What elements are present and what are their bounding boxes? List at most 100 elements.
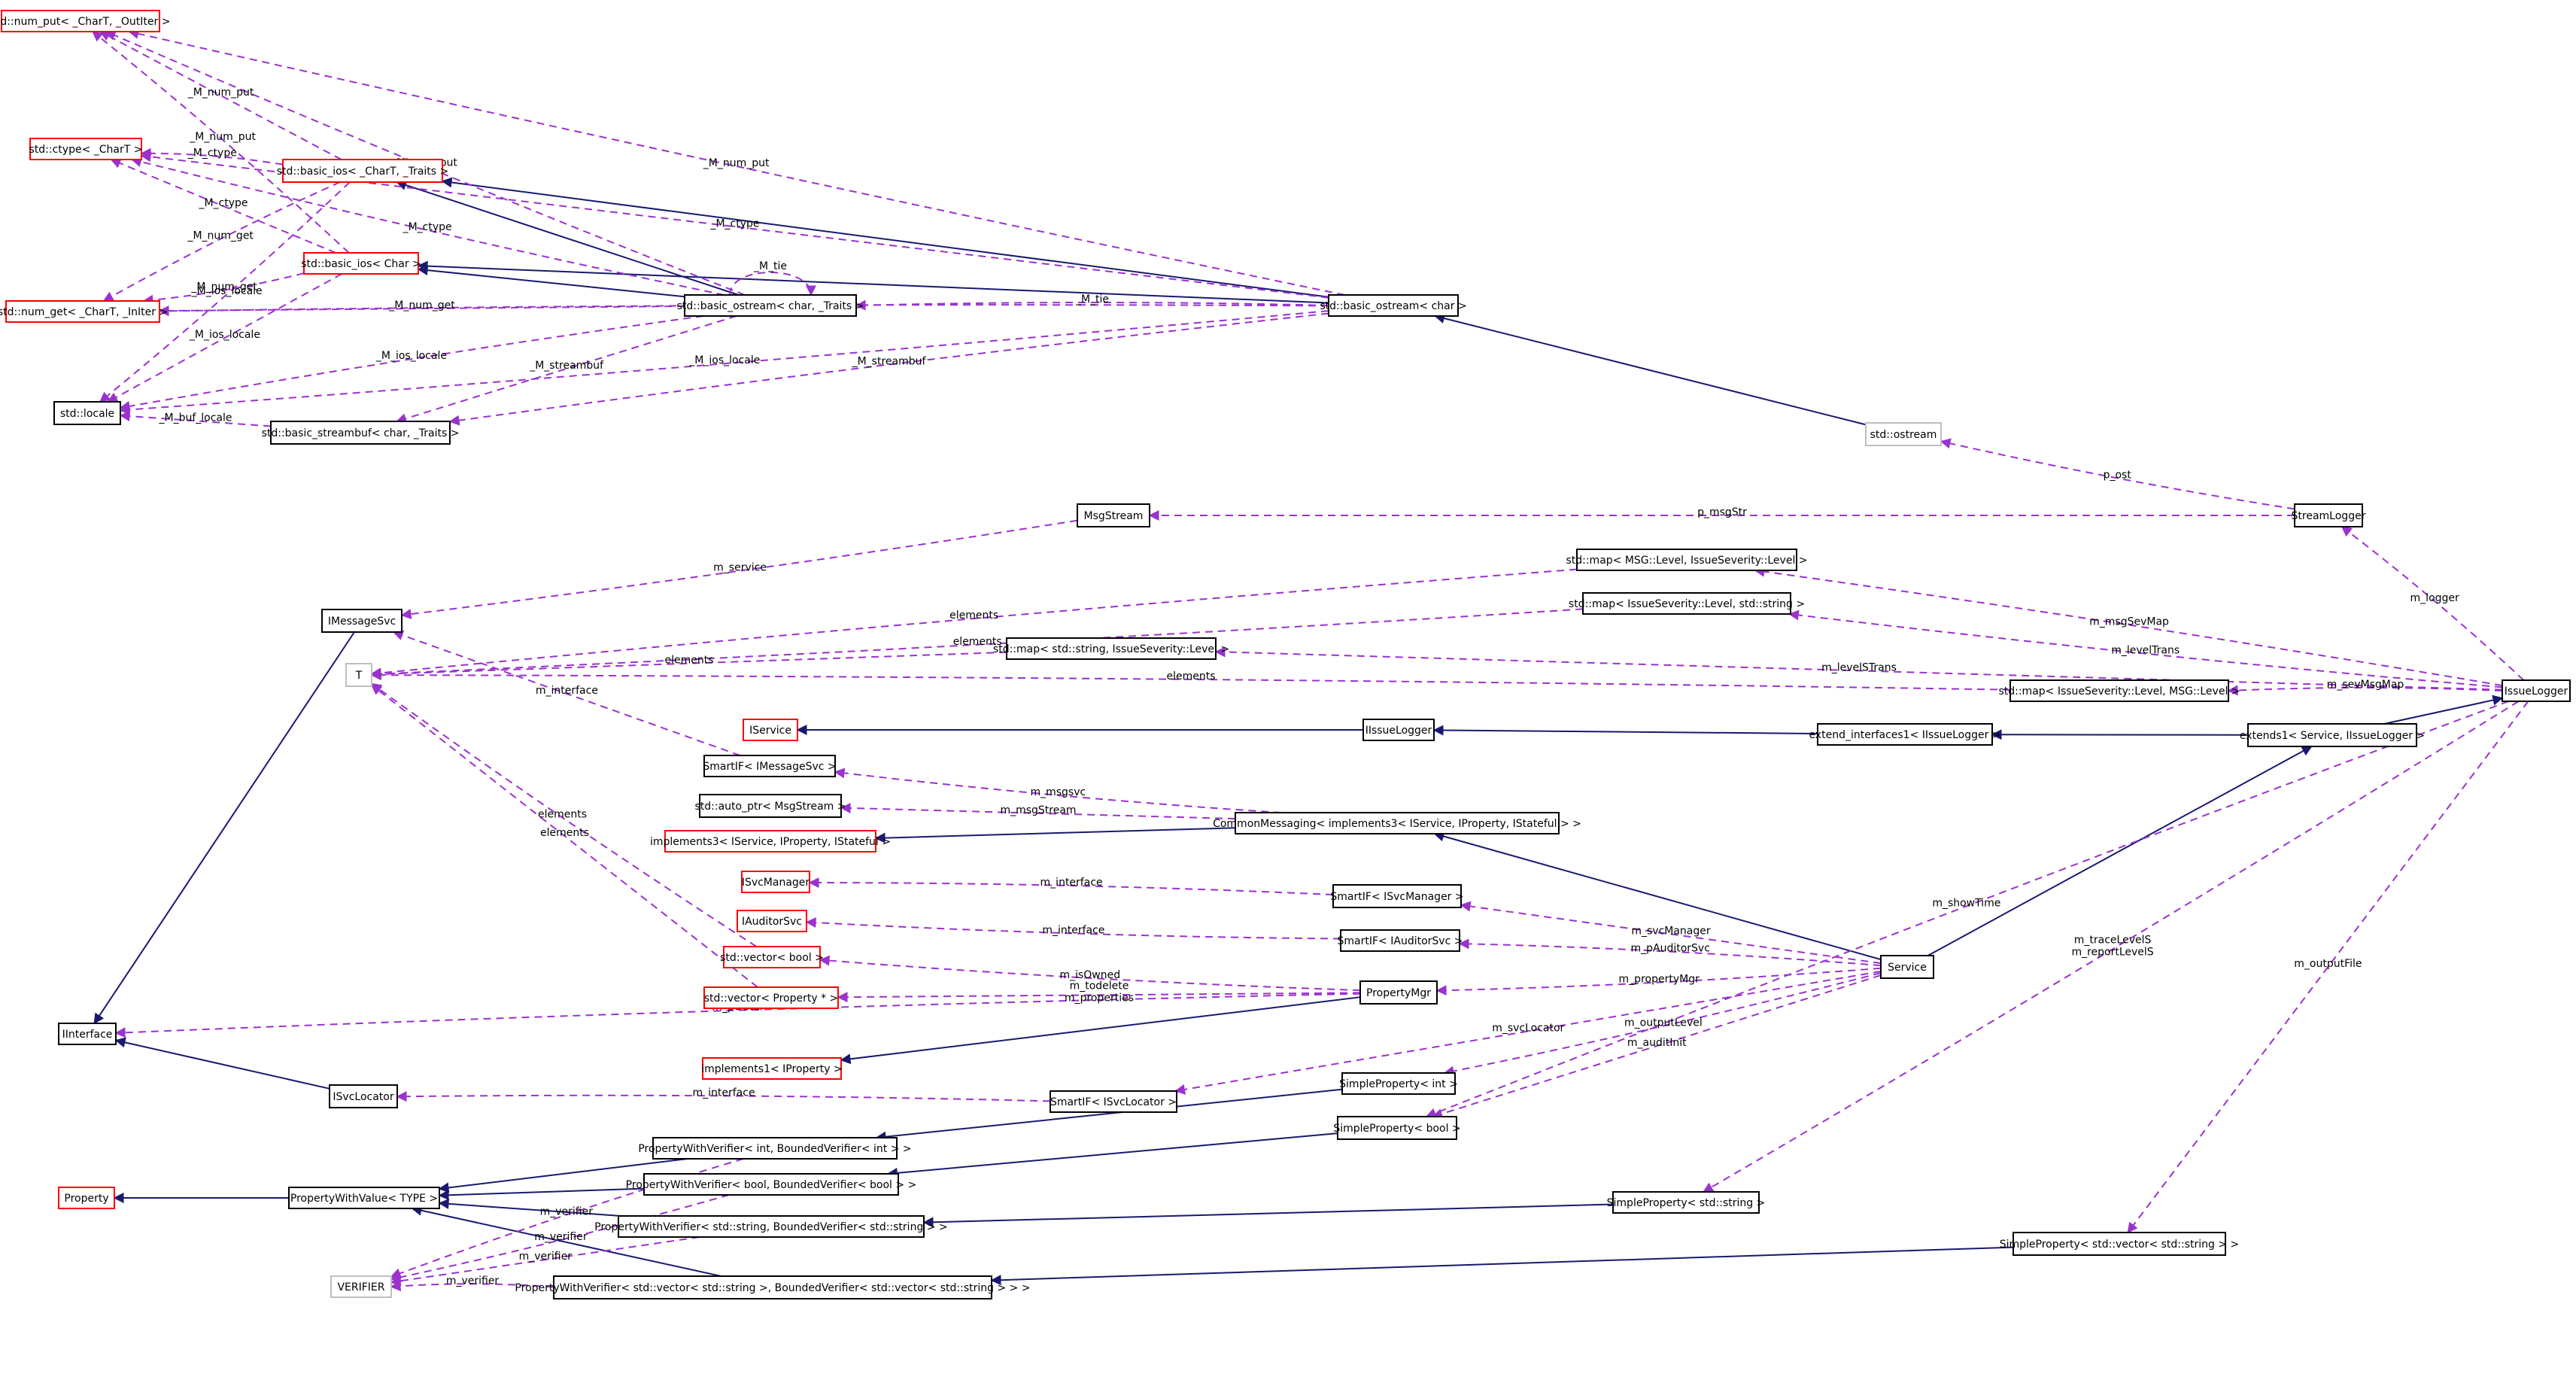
class-node-box [741,871,810,893]
class-node-Property[interactable]: Property [58,1187,115,1209]
class-node-label: PropertyWithVerifier< std::vector< std::… [515,1282,1030,1294]
class-node-num_get[interactable]: std::num_get< _CharT, _InIter > [0,300,168,323]
class-node-label: IAuditorSvc [742,916,802,928]
class-node-box [1050,1090,1177,1113]
class-node-label: VERIFIER [337,1281,384,1293]
class-node-label: Property [64,1193,108,1205]
usage-edge-Service-to-SimpleProperty_bool [1432,974,1882,1119]
edge-label: _M_num_get [187,229,254,242]
edge-label: _M_streambuf [852,355,927,367]
class-node-locale[interactable]: std::locale [53,401,121,425]
class-node-streambuf[interactable]: std::basic_streambuf< char, _Traits > [262,421,460,445]
class-node-implements3[interactable]: implements3< IService, IProperty, IState… [650,830,891,853]
class-node-SmartIF_IAuditorSvc[interactable]: SmartIF< IAuditorSvc > [1338,929,1463,952]
class-node-SimpleProperty_string[interactable]: SimpleProperty< std::string > [1607,1191,1766,1214]
class-node-vector_bool[interactable]: std::vector< bool > [720,946,824,968]
class-node-IService[interactable]: IService [743,719,798,741]
inheritance-edge-extends1-to-IssueLogger [2383,695,2504,725]
class-node-box [703,986,839,1009]
class-node-IMessageSvc[interactable]: IMessageSvc [321,609,402,633]
class-node-SmartIF_IMessageSvc[interactable]: SmartIF< IMessageSvc > [703,755,837,777]
class-node-box [652,1137,898,1160]
class-node-IInterface[interactable]: IInterface [58,1023,117,1045]
class-node-box [288,1187,440,1209]
class-node-label: PropertyWithVerifier< bool, BoundedVerif… [626,1179,917,1191]
class-node-SmartIF_ISvcLocator[interactable]: SmartIF< ISvcLocator > [1050,1090,1177,1113]
class-node-Service[interactable]: Service [1880,955,1934,979]
class-node-map_issue_str[interactable]: std::map< IssueSeverity::Level, std::str… [1569,592,1805,615]
usage-edge-ostream_char-to-ostream_ct [855,299,1329,311]
class-node-ostream_ct[interactable]: std::basic_ostream< char, _Traits > [677,294,864,317]
class-node-PWV_vecstring[interactable]: PropertyWithVerifier< std::vector< std::… [515,1275,1031,1299]
class-node-label: extends1< Service, IIssueLogger > [2240,730,2425,742]
class-node-SmartIF_ISvcManager[interactable]: SmartIF< ISvcManager > [1330,884,1464,908]
class-node-IAuditorSvc[interactable]: IAuditorSvc [737,910,807,932]
class-node-num_put[interactable]: std::num_put< _CharT, _OutIter > [0,10,170,32]
class-node-PWV_string[interactable]: PropertyWithVerifier< std::string, Bound… [594,1215,948,1238]
class-node-extend_interfaces1[interactable]: extend_interfaces1< IIssueLogger > [1809,723,2001,746]
class-node-map_str_issue[interactable]: std::map< std::string, IssueSeverity::Le… [993,637,1229,660]
class-node-std_ostream[interactable]: std::ostream [1865,422,1942,446]
class-node-box [1337,1116,1457,1140]
edge-label: _M_num_put [187,87,254,99]
class-node-box [330,1275,392,1298]
class-node-IssueLogger[interactable]: IssueLogger [2502,679,2571,702]
class-node-PWV_bool[interactable]: PropertyWithVerifier< bool, BoundedVerif… [626,1173,917,1196]
class-node-basic_ios_char[interactable]: std::basic_ios< Char > [301,252,421,275]
inheritance-edge-PropertyMgr-to-implements1 [840,996,1361,1065]
class-node-SimpleProperty_int[interactable]: SimpleProperty< int > [1339,1072,1458,1095]
edge-label: m_isOwned [1059,969,1120,981]
class-node-auto_ptr_MsgStream[interactable]: std::auto_ptr< MsgStream > [694,794,846,818]
usage-edge-IssueLogger-to-SimpleProperty_vecstring [2127,701,2529,1234]
class-node-VERIFIER[interactable]: VERIFIER [330,1275,392,1298]
class-node-basic_ios_ct[interactable]: std::basic_ios< _CharT, _Traits > [277,159,449,183]
class-node-StreamLogger[interactable]: StreamLogger [2292,503,2366,527]
class-node-map_issue_msg[interactable]: std::map< IssueSeverity::Level, MSG::Lev… [1998,679,2240,702]
edge-label: m_levelTrans [2111,645,2180,657]
class-node-box [743,719,798,741]
class-node-box [618,1215,925,1238]
usage-edge-PWV_int-to-VERIFIER [390,1158,744,1278]
class-node-CommonMessaging[interactable]: CommonMessaging< implements3< IService, … [1213,812,1581,834]
class-node-ctype[interactable]: std::ctype< _CharT > [29,138,143,160]
class-node-label: SmartIF< ISvcManager > [1330,891,1463,903]
edge-label: _M_ios_locale [191,285,263,297]
class-node-label: std::map< std::string, IssueSeverity::Le… [993,643,1229,655]
class-node-ISvcLocator[interactable]: ISvcLocator [329,1084,398,1108]
class-node-box [1332,884,1462,908]
inheritance-edge-Service-to-extends1 [1927,746,2313,956]
class-node-SimpleProperty_vecstring[interactable]: SimpleProperty< std::vector< std::string… [2000,1232,2240,1256]
class-node-PropertyWithValue[interactable]: PropertyWithValue< TYPE > [288,1187,440,1209]
class-node-map_msg_issue[interactable]: std::map< MSG::Level, IssueSeverity::Lev… [1566,549,1808,571]
class-node-PropertyMgr[interactable]: PropertyMgr [1359,980,1438,1005]
inheritance-edge-ostream_ct-to-basic_ios_ct [396,180,739,296]
inheritance-edge-extend_interfaces1-to-IIssueLogger [1432,725,1818,736]
class-node-PWV_int[interactable]: PropertyWithVerifier< int, BoundedVerifi… [638,1137,912,1160]
class-node-label: MsgStream [1084,510,1144,522]
class-node-extends1[interactable]: extends1< Service, IIssueLogger > [2240,723,2425,747]
edge-label: m_verifier [540,1206,594,1218]
class-node-vector_Property[interactable]: std::vector< Property * > [703,986,839,1009]
class-node-ostream_char[interactable]: std::basic_ostream< char > [1320,294,1467,317]
class-node-ISvcManager[interactable]: ISvcManager [741,871,810,893]
class-node-box [1817,723,1993,746]
edge-label: _M_ctype [198,197,248,209]
class-node-T[interactable]: T [345,663,372,687]
edge-label: m_interface [1042,924,1104,936]
class-node-box [1362,719,1435,741]
class-node-label: std::basic_ios< Char > [301,258,421,270]
usage-edge-basic_ios_ct-to-num_get [102,181,341,302]
edge-label: _M_buf_locale [158,412,232,424]
class-node-implements1[interactable]: implements1< IProperty > [701,1057,843,1080]
class-node-label: Service [1888,962,1927,974]
inheritance-edge-SimpleProperty_bool-to-PWV_bool [886,1132,1338,1178]
class-node-IIssueLogger[interactable]: IIssueLogger [1362,719,1435,741]
edge-label: m_svcLocator [1492,1022,1564,1034]
class-node-SimpleProperty_bool[interactable]: SimpleProperty< bool > [1333,1116,1461,1140]
class-node-label: implements3< IService, IProperty, IState… [650,836,891,848]
class-node-box [2012,1232,2226,1256]
class-node-box [53,401,121,425]
class-node-MsgStream[interactable]: MsgStream [1077,503,1150,527]
inheritance-edge-std_ostream-to-ostream_char [1434,313,1867,426]
